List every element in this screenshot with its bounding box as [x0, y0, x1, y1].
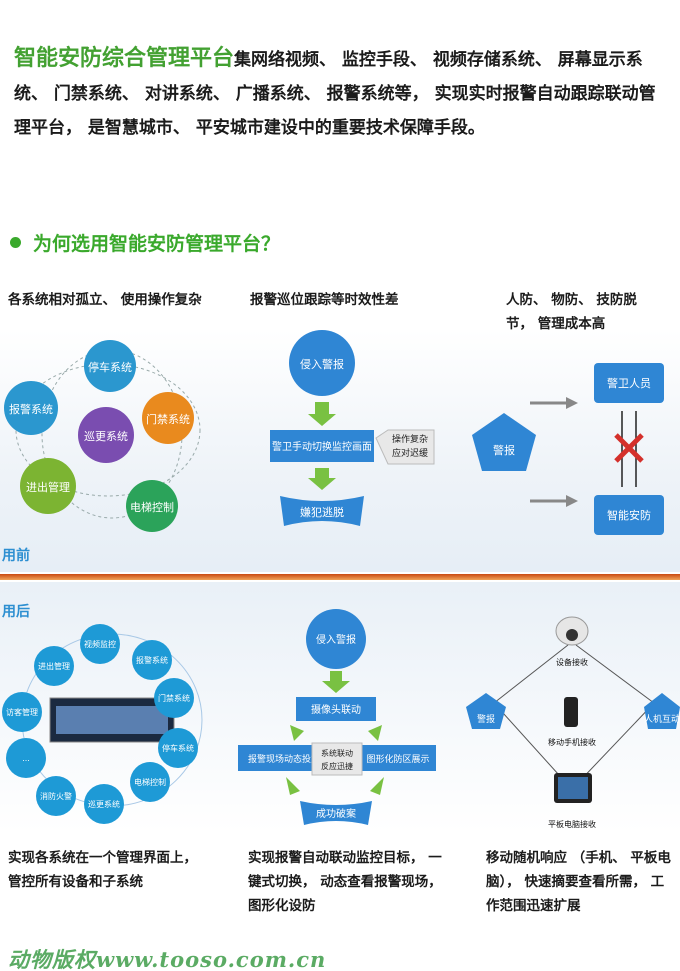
- before-guard-text: 警卫人员: [607, 376, 651, 390]
- device-tablet-text: 平板电脑接收: [548, 819, 596, 829]
- section-divider: [0, 574, 680, 580]
- svg-text:电梯控制: 电梯控制: [134, 777, 166, 787]
- device-phone-text: 移动手机接收: [548, 737, 596, 747]
- after-ring-diagram: 视频监控 报警系统 门禁系统 停车系统 电梯控制 巡更系统 消防火警 ... 访…: [2, 624, 203, 824]
- before-flow-diagram: 侵入警报 警卫手动切换监控画面 嫌犯逃脱 操作复杂 应对迟缓: [270, 330, 435, 526]
- before-caption-1: 各系统相对孤立、 使用操作复杂: [8, 292, 202, 308]
- before-flow-step-2: 警卫手动切换监控画面: [272, 440, 372, 453]
- before-label: 用前: [2, 548, 30, 564]
- bullet-icon: [10, 237, 21, 248]
- after-caption-1: 实现各系统在一个管理界面上， 管控所有设备和子系统: [8, 850, 197, 890]
- device-camera-text: 设备接收: [556, 657, 588, 667]
- before-flow-step-3: 嫌犯逃脱: [300, 505, 344, 519]
- svg-text:巡更系统: 巡更系统: [84, 430, 128, 443]
- node-entry: 进出管理: [20, 458, 76, 514]
- node-patrol: 巡更系统: [78, 407, 134, 463]
- watermark: 动物版权www.tooso.com.cn: [8, 947, 327, 971]
- after-flow-step-3: 报警现场动态投放: [248, 753, 320, 765]
- after-flow-note-2: 反应迅捷: [321, 761, 353, 771]
- svg-text:访客管理: 访客管理: [6, 707, 38, 717]
- svg-text:进出管理: 进出管理: [26, 480, 70, 494]
- node-alarm: 报警系统: [4, 381, 58, 435]
- svg-text:停车系统: 停车系统: [88, 360, 132, 374]
- question-text: 为何选用智能安防管理平台？: [33, 233, 281, 255]
- before-flow-note-1: 操作复杂: [392, 433, 428, 445]
- before-caption-2: 报警巡位跟踪等时效性差: [250, 292, 399, 308]
- svg-text:停车系统: 停车系统: [162, 743, 194, 753]
- question-heading: 为何选用智能安防管理平台？: [10, 229, 280, 256]
- svg-text:...: ...: [22, 754, 30, 763]
- before-smart-text: 智能安防: [607, 508, 651, 522]
- node-elevator: 电梯控制: [126, 480, 178, 532]
- before-caption-3: 人防、 物防、 技防脱节， 管理成本高: [506, 292, 637, 332]
- after-flow-diagram: 侵入警报 摄像头联动 报警现场动态投放 图形化防区展示 系统联动 反应迅捷 成功…: [238, 609, 436, 825]
- after-flow-step-2: 摄像头联动: [311, 703, 361, 716]
- after-alarm-text: 警报: [477, 713, 495, 725]
- before-alarm-text: 警报: [493, 443, 515, 457]
- after-caption-2: 实现报警自动联动监控目标， 一键式切换， 动态查看报警现场， 图形化设防: [248, 850, 442, 914]
- svg-text:视频监控: 视频监控: [84, 639, 116, 649]
- intro-paragraph: 智能安防综合管理平台集网络视频、 监控手段、 视频存储系统、 屏幕显示系统、 门…: [14, 42, 664, 145]
- after-flow-note-1: 系统联动: [321, 748, 353, 758]
- svg-text:门禁系统: 门禁系统: [146, 412, 190, 426]
- svg-text:电梯控制: 电梯控制: [130, 500, 174, 514]
- before-disconnect-diagram: 警报 警卫人员 智能安防: [472, 363, 664, 535]
- after-label: 用后: [2, 604, 30, 620]
- after-mobile-diagram: 警报 人机互动 设备接收 移动手机接收 平板电脑接收: [466, 616, 680, 829]
- node-access: 门禁系统: [142, 392, 194, 444]
- after-interact-text: 人机互动: [644, 713, 680, 725]
- before-flow-step-1: 侵入警报: [300, 357, 344, 371]
- svg-text:报警系统: 报警系统: [9, 402, 53, 416]
- svg-text:进出管理: 进出管理: [38, 661, 70, 671]
- svg-text:门禁系统: 门禁系统: [158, 693, 190, 703]
- after-caption-3: 移动随机响应 （手机、 平板电脑）， 快速摘要查看所需， 工作范围迅速扩展: [486, 850, 671, 914]
- after-flow-step-1: 侵入警报: [316, 633, 356, 646]
- before-systems-diagram: 停车系统 报警系统 巡更系统 门禁系统 进出管理 电梯控制: [4, 340, 201, 532]
- intro-highlight: 智能安防综合管理平台: [14, 46, 235, 71]
- after-flow-step-5: 成功破案: [316, 807, 356, 820]
- after-flow-step-4: 图形化防区展示: [366, 753, 429, 765]
- svg-text:消防火警: 消防火警: [40, 791, 72, 801]
- intro-text: 集网络视频、 监控手段、 视频存储系统、 屏幕显示系统、 门禁系统、 对讲系统、…: [14, 50, 656, 138]
- before-flow-note-2: 应对迟缓: [392, 447, 428, 459]
- svg-text:报警系统: 报警系统: [136, 655, 168, 665]
- svg-text:巡更系统: 巡更系统: [88, 799, 120, 809]
- node-parking: 停车系统: [84, 340, 136, 392]
